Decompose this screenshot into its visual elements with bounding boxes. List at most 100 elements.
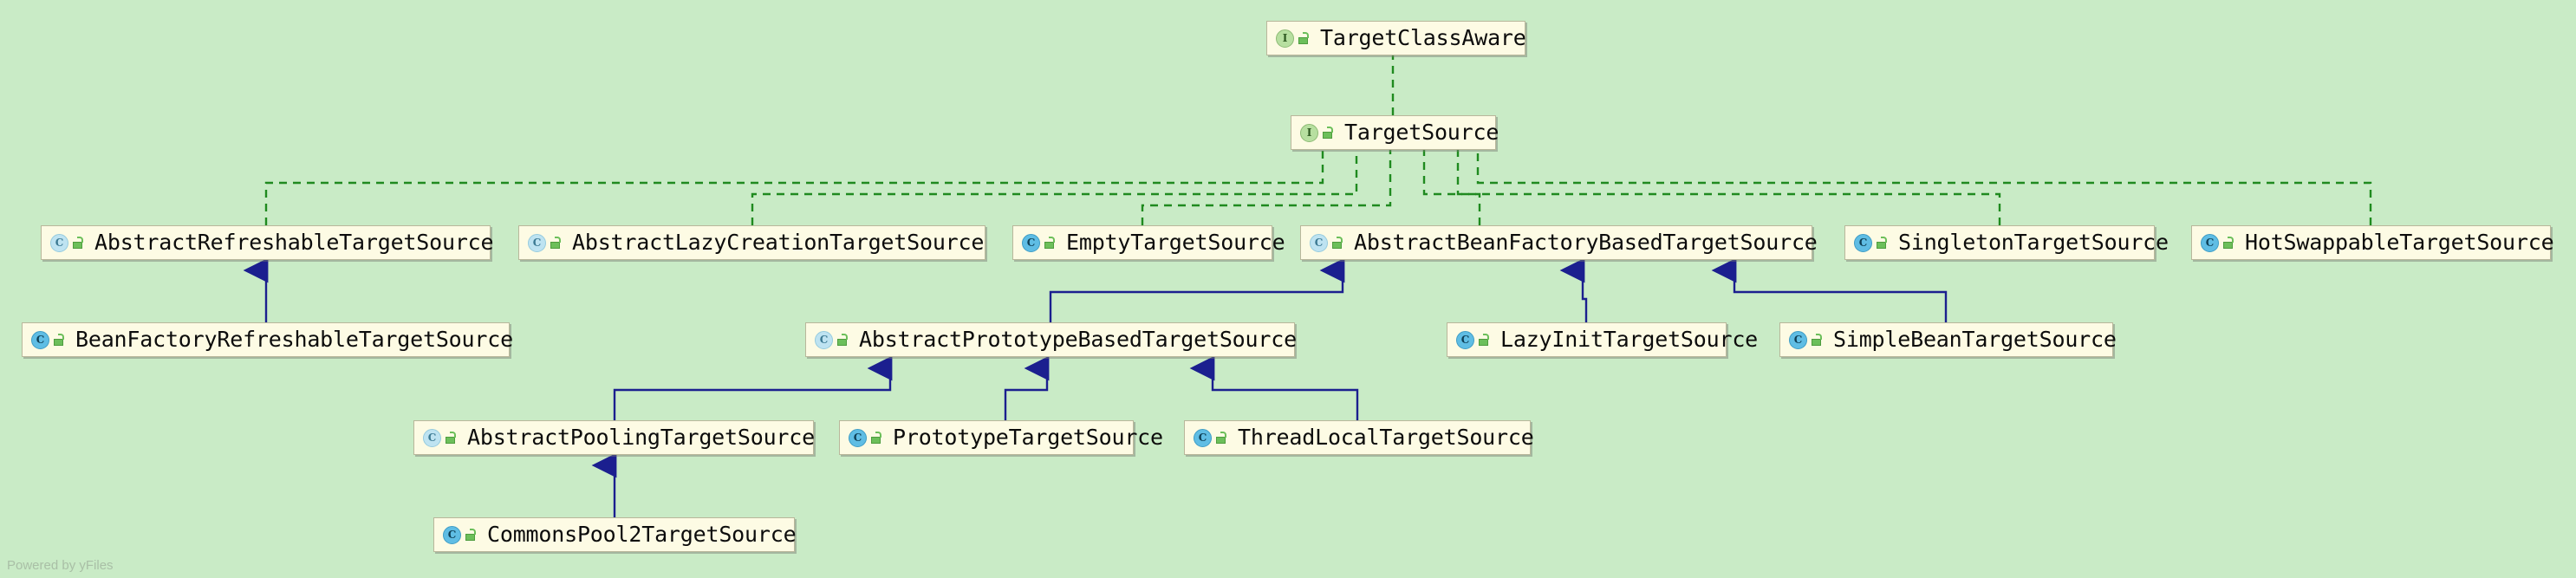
node-icons: C — [1310, 233, 1343, 252]
type-glyph: C — [1793, 333, 1803, 346]
padlock-body — [465, 534, 475, 541]
class-name-label: AbstractPoolingTargetSource — [467, 425, 815, 450]
edge-hotswappabletargetsource-to-targetsource — [1454, 124, 2372, 225]
class-name-label: LazyInitTargetSource — [1500, 327, 1759, 352]
padlock-shackle — [842, 334, 848, 340]
padlock-body — [54, 339, 63, 346]
node-icons: C — [2201, 233, 2234, 252]
padlock-shackle — [555, 237, 561, 243]
edge-simplebeantargetsource-to-abstractbeanfactorybased — [1711, 257, 1948, 322]
node-icons: C — [1789, 330, 1823, 349]
class-node-AbstractPoolingTargetSource[interactable]: C AbstractPoolingTargetSource — [413, 420, 815, 455]
node-icons: C — [1194, 428, 1227, 447]
class-icon: C — [443, 525, 461, 544]
class-icon: C — [1854, 233, 1872, 252]
class-node-CommonsPool2TargetSource[interactable]: C CommonsPool2TargetSource — [433, 517, 797, 552]
unlocked-padlock-icon — [465, 529, 477, 541]
class-name-label: SimpleBeanTargetSource — [1833, 327, 2117, 352]
class-name-label: HotSwappableTargetSource — [2245, 230, 2554, 255]
class-node-SimpleBeanTargetSource[interactable]: C SimpleBeanTargetSource — [1779, 322, 2117, 357]
node-icons: C — [31, 330, 65, 349]
node-icons: C — [1854, 233, 1888, 252]
padlock-body — [1216, 437, 1226, 444]
class-name-label: TargetSource — [1344, 120, 1499, 145]
unlocked-padlock-icon — [1812, 334, 1823, 346]
class-name-label: PrototypeTargetSource — [893, 425, 1163, 450]
edge-threadlocaltargetsource-to-abstractprototypebased — [1189, 355, 1359, 420]
padlock-shackle — [450, 432, 456, 438]
unlocked-padlock-icon — [1216, 432, 1227, 444]
class-icon: C — [1022, 233, 1040, 252]
node-icons: C — [1022, 233, 1056, 252]
class-node-AbstractBeanFactoryBasedTargetSource[interactable]: C AbstractBeanFactoryBasedTargetSource — [1300, 225, 1818, 260]
edge-lazyinittargetsource-to-abstractbeanfactorybased — [1559, 257, 1588, 322]
type-glyph: C — [1858, 236, 1868, 249]
class-node-HotSwappableTargetSource[interactable]: C HotSwappableTargetSource — [2191, 225, 2554, 260]
edge-abstractrefreshable-to-targetsource — [264, 124, 1325, 225]
type-glyph: C — [427, 431, 437, 444]
padlock-body — [1044, 242, 1054, 249]
interface-icon: I — [1276, 29, 1294, 48]
padlock-body — [2223, 242, 2233, 249]
type-glyph: C — [447, 528, 457, 541]
unlocked-padlock-icon — [2223, 237, 2234, 249]
type-glyph: C — [819, 333, 829, 346]
padlock-shackle — [1327, 127, 1333, 133]
node-icons: I — [1276, 29, 1310, 48]
class-node-AbstractPrototypeBasedTargetSource[interactable]: C AbstractPrototypeBasedTargetSource — [805, 322, 1297, 357]
node-icons: C — [443, 525, 477, 544]
class-icon: C — [849, 428, 867, 447]
padlock-body — [446, 437, 455, 444]
padlock-body — [1323, 132, 1332, 139]
class-name-label: AbstractPrototypeBasedTargetSource — [859, 327, 1297, 352]
abstract-class-icon: C — [50, 233, 68, 252]
unlocked-padlock-icon — [1877, 237, 1888, 249]
padlock-body — [1812, 339, 1821, 346]
padlock-shackle — [1816, 334, 1822, 340]
padlock-body — [550, 242, 560, 249]
node-icons: C — [528, 233, 562, 252]
edge-prototypetargetsource-to-abstractprototypebased — [1004, 355, 1050, 420]
padlock-shackle — [1881, 237, 1887, 243]
class-name-label: EmptyTargetSource — [1066, 230, 1285, 255]
padlock-body — [871, 437, 881, 444]
edge-singletontargetsource-to-targetsource — [1434, 124, 2001, 225]
class-name-label: ThreadLocalTargetSource — [1238, 425, 1534, 450]
type-glyph: C — [2205, 236, 2215, 249]
unlocked-padlock-icon — [871, 432, 882, 444]
class-name-label: AbstractRefreshableTargetSource — [94, 230, 494, 255]
class-node-AbstractRefreshableTargetSource[interactable]: C AbstractRefreshableTargetSource — [41, 225, 494, 260]
unlocked-padlock-icon — [1044, 237, 1056, 249]
unlocked-padlock-icon — [550, 237, 562, 249]
abstract-class-icon: C — [423, 428, 441, 447]
class-icon: C — [1194, 428, 1212, 447]
inheritance-edges — [243, 257, 1948, 517]
unlocked-padlock-icon — [837, 334, 849, 346]
edge-abstractbeanfactorybased-to-targetsource — [1401, 124, 1481, 225]
padlock-shackle — [470, 529, 476, 535]
type-glyph: I — [1282, 31, 1288, 44]
unlocked-padlock-icon — [54, 334, 65, 346]
padlock-shackle — [1049, 237, 1055, 243]
type-glyph: C — [36, 333, 45, 346]
edge-abstractlazycreation-to-targetsource — [751, 124, 1359, 225]
class-node-ThreadLocalTargetSource[interactable]: C ThreadLocalTargetSource — [1184, 420, 1534, 455]
class-icon: C — [1789, 330, 1807, 349]
padlock-shackle — [58, 334, 64, 340]
padlock-body — [1298, 37, 1308, 44]
class-node-EmptyTargetSource[interactable]: C EmptyTargetSource — [1012, 225, 1285, 260]
padlock-shackle — [1483, 334, 1489, 340]
class-name-label: CommonsPool2TargetSource — [487, 522, 797, 547]
class-node-PrototypeTargetSource[interactable]: C PrototypeTargetSource — [839, 420, 1163, 455]
type-glyph: C — [853, 431, 862, 444]
unlocked-padlock-icon — [446, 432, 457, 444]
class-name-label: AbstractBeanFactoryBasedTargetSource — [1354, 230, 1818, 255]
